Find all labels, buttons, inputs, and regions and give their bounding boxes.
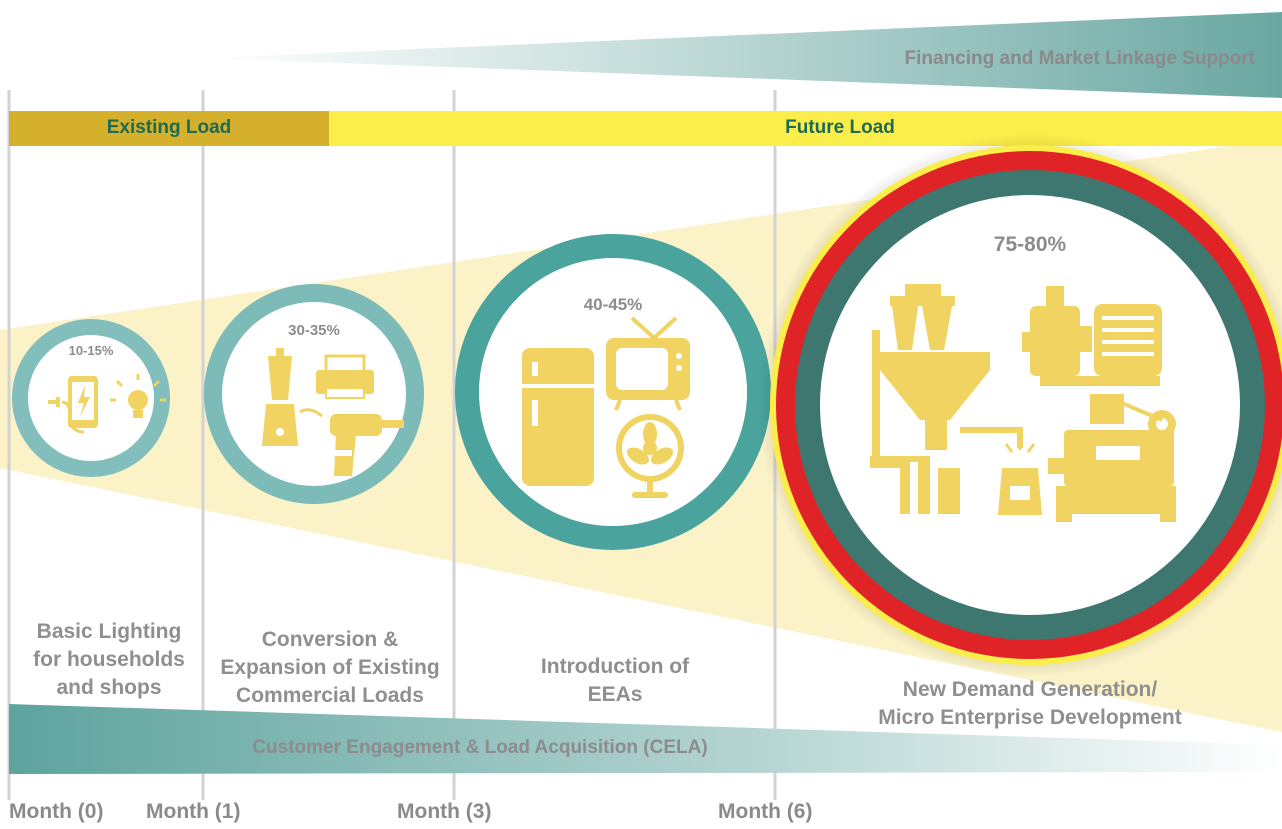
financing-label: Financing and Market Linkage Support	[904, 48, 1255, 69]
month-1-label: Month (1)	[146, 800, 241, 823]
existing-load-label: Existing Load	[106, 117, 232, 138]
stage-2-label: Conversion & Expansion of Existing Comme…	[220, 628, 440, 707]
existing-load-bar	[9, 111, 329, 146]
cela-label: Customer Engagement & Load Acquisition (…	[252, 737, 708, 758]
flour-sack-icon	[998, 440, 1042, 515]
month-3-label: Month (3)	[397, 800, 492, 823]
month-6-label: Month (6)	[718, 800, 813, 823]
printer-icon	[316, 354, 374, 399]
light-bulb-icon	[110, 374, 166, 418]
stage-4-label: New Demand Generation/ Micro Enterprise …	[878, 678, 1182, 729]
future-load-label: Future Load	[785, 117, 895, 138]
cela-wedge	[9, 704, 1282, 774]
stage-2-percent: 30-35%	[288, 322, 340, 339]
stage-3-label: Introduction of EEAs	[540, 655, 690, 706]
water-pump-icon	[1022, 286, 1162, 386]
grain-mill-icon	[870, 284, 1023, 514]
refrigerator-icon	[522, 348, 594, 486]
stage-4-percent: 75-80%	[993, 233, 1067, 256]
drill-icon	[299, 408, 404, 476]
financing-wedge	[205, 12, 1282, 98]
future-load-bar	[329, 111, 1282, 146]
fan-icon	[616, 414, 684, 498]
stage-1-percent: 10-15%	[68, 343, 114, 358]
stage-1-label: Basic Lighting for households and shops	[33, 620, 185, 699]
phone-charging-icon	[48, 376, 98, 434]
television-icon	[606, 316, 690, 411]
stage-3-percent: 40-45%	[583, 295, 643, 314]
oil-press-icon	[1048, 394, 1176, 522]
month-0-label: Month (0)	[9, 800, 104, 823]
blender-icon	[262, 348, 298, 446]
